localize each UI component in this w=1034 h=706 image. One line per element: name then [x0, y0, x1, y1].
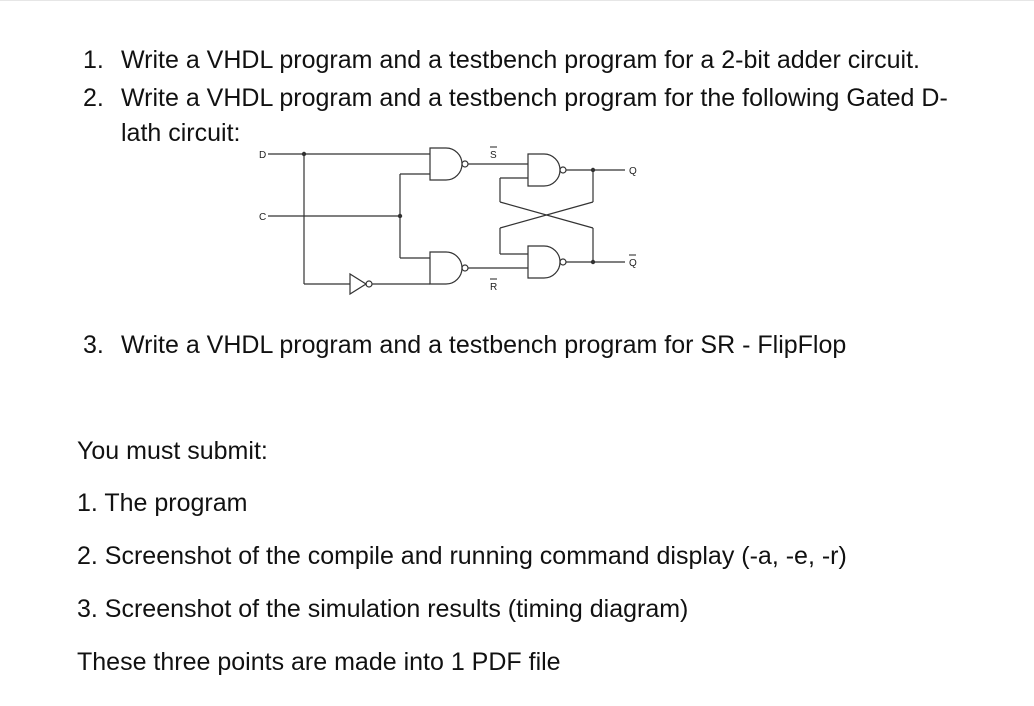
output-q-bar-label: Q [629, 258, 637, 269]
submission-heading: You must submit: [77, 437, 268, 465]
submission-footer: These three points are made into 1 PDF f… [77, 648, 561, 676]
page-top-border [0, 0, 1034, 1]
question-1-text: Write a VHDL program and a testbench pro… [121, 46, 920, 74]
r-bar-label: R [490, 282, 497, 293]
input-d-label: D [259, 150, 266, 161]
s-bar-label: S [490, 150, 497, 161]
submission-item-2: 2. Screenshot of the compile and running… [77, 542, 847, 570]
question-2-text-continuation: lath circuit: [121, 119, 241, 147]
question-2-text: Write a VHDL program and a testbench pro… [121, 84, 948, 112]
output-q-label: Q [629, 166, 637, 177]
submission-item-1: 1. The program [77, 489, 248, 517]
submission-item-3: 3. Screenshot of the simulation results … [77, 595, 689, 623]
question-3-text: Write a VHDL program and a testbench pro… [121, 331, 847, 359]
question-1-number: 1. [83, 46, 104, 74]
input-c-label: C [259, 212, 266, 223]
gated-d-latch-diagram: D C S R Q Q [259, 146, 637, 296]
question-3-number: 3. [83, 331, 104, 359]
question-2-number: 2. [83, 84, 104, 112]
